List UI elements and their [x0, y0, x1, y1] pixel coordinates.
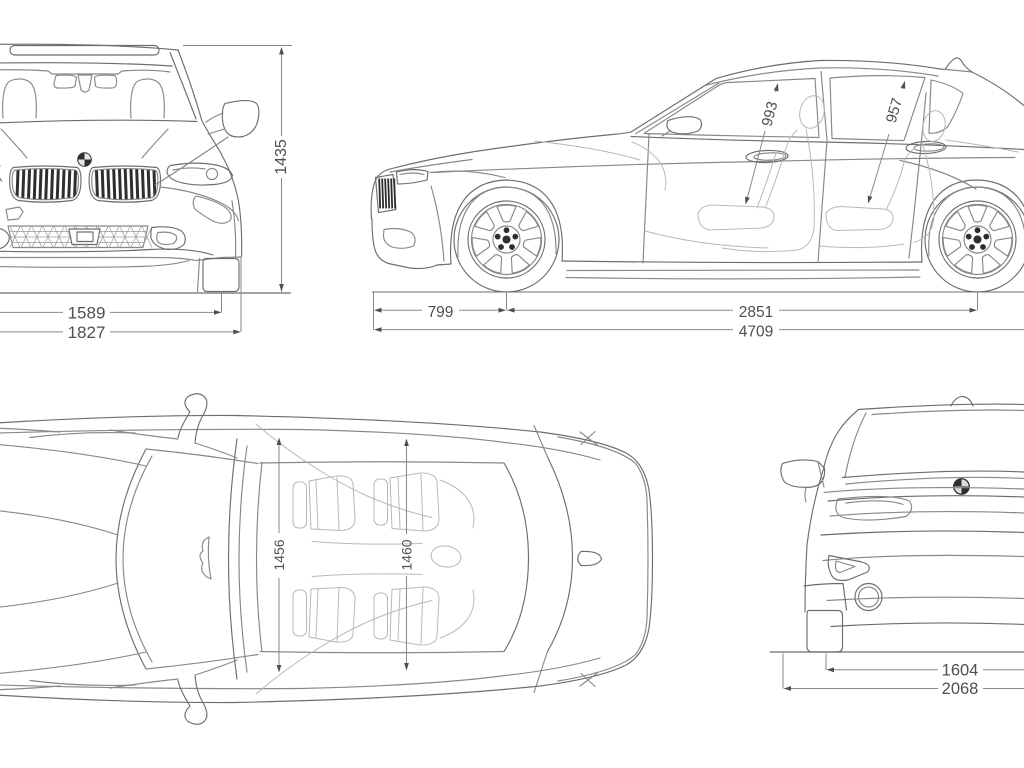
- svg-text:799: 799: [428, 304, 454, 321]
- svg-text:2068: 2068: [942, 680, 979, 698]
- svg-text:1827: 1827: [68, 323, 106, 342]
- svg-text:957: 957: [883, 96, 906, 125]
- svg-text:1589: 1589: [68, 303, 106, 322]
- svg-text:4709: 4709: [739, 323, 773, 340]
- svg-text:1460: 1460: [399, 539, 415, 570]
- svg-text:1604: 1604: [942, 661, 979, 679]
- svg-text:993: 993: [759, 100, 782, 129]
- svg-text:2851: 2851: [739, 304, 773, 321]
- svg-text:1435: 1435: [273, 139, 290, 175]
- svg-text:1456: 1456: [271, 539, 287, 570]
